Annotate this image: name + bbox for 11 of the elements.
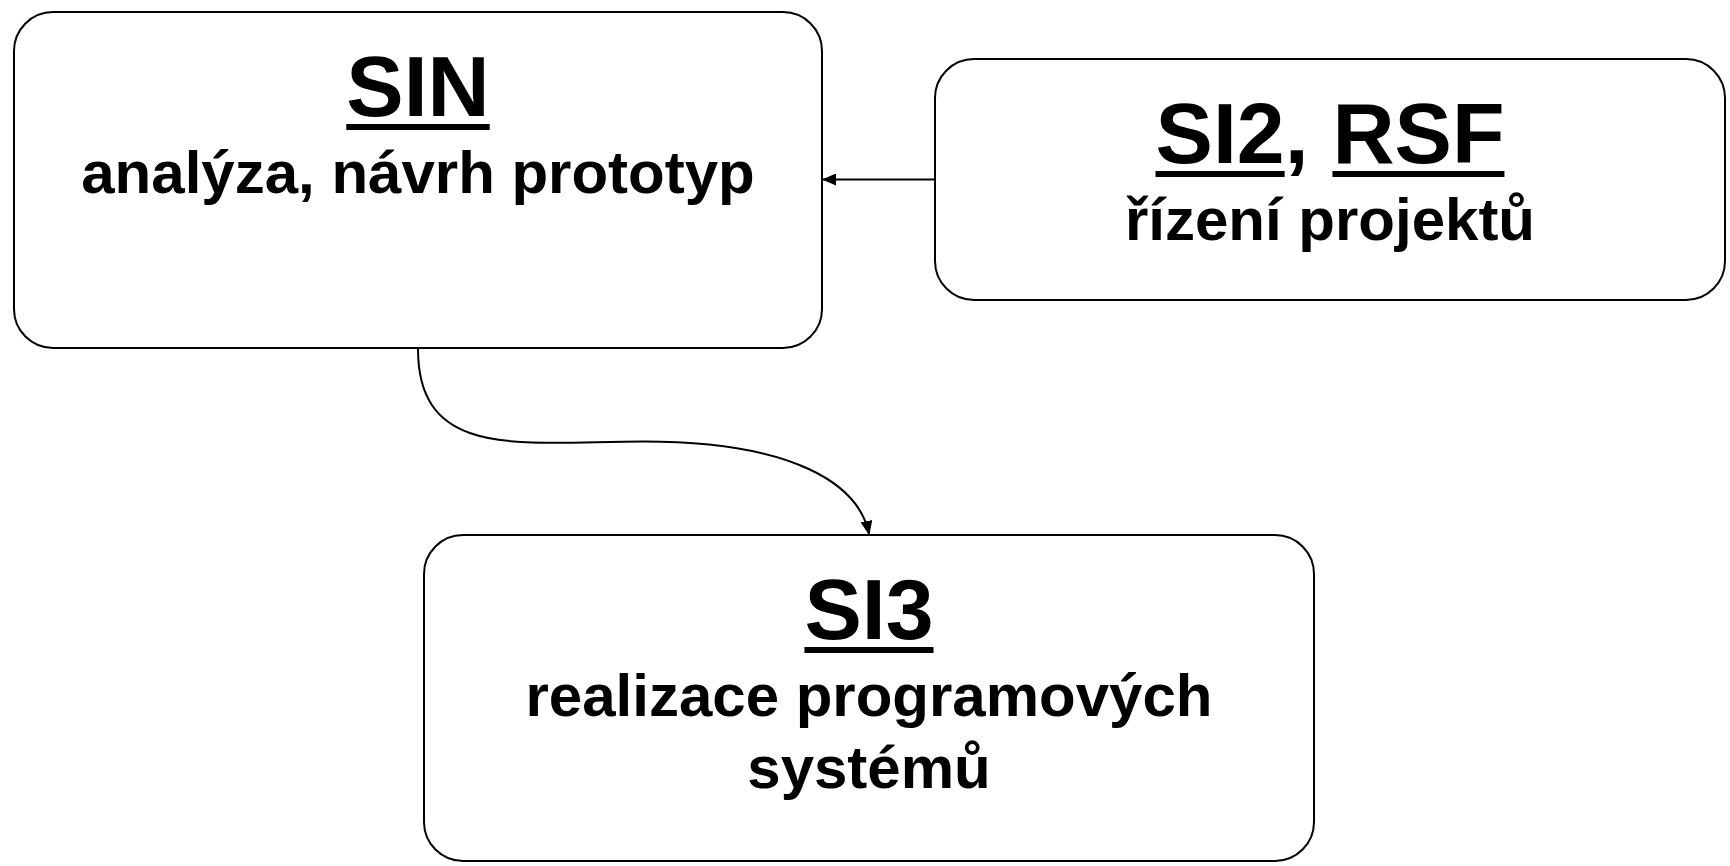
description: realizace programových systémů xyxy=(524,661,1214,803)
rounded-box xyxy=(423,534,1315,862)
arrow xyxy=(417,348,872,535)
heading: SI3 xyxy=(804,566,934,652)
description: analýza, návrh prototyp xyxy=(80,138,756,208)
rounded-box xyxy=(934,58,1726,301)
heading: SIN xyxy=(346,43,490,129)
heading: SI2, RSF xyxy=(1155,90,1505,176)
arrow xyxy=(822,173,935,186)
rounded-box xyxy=(13,11,823,349)
description: řízení projektů xyxy=(1123,185,1537,255)
